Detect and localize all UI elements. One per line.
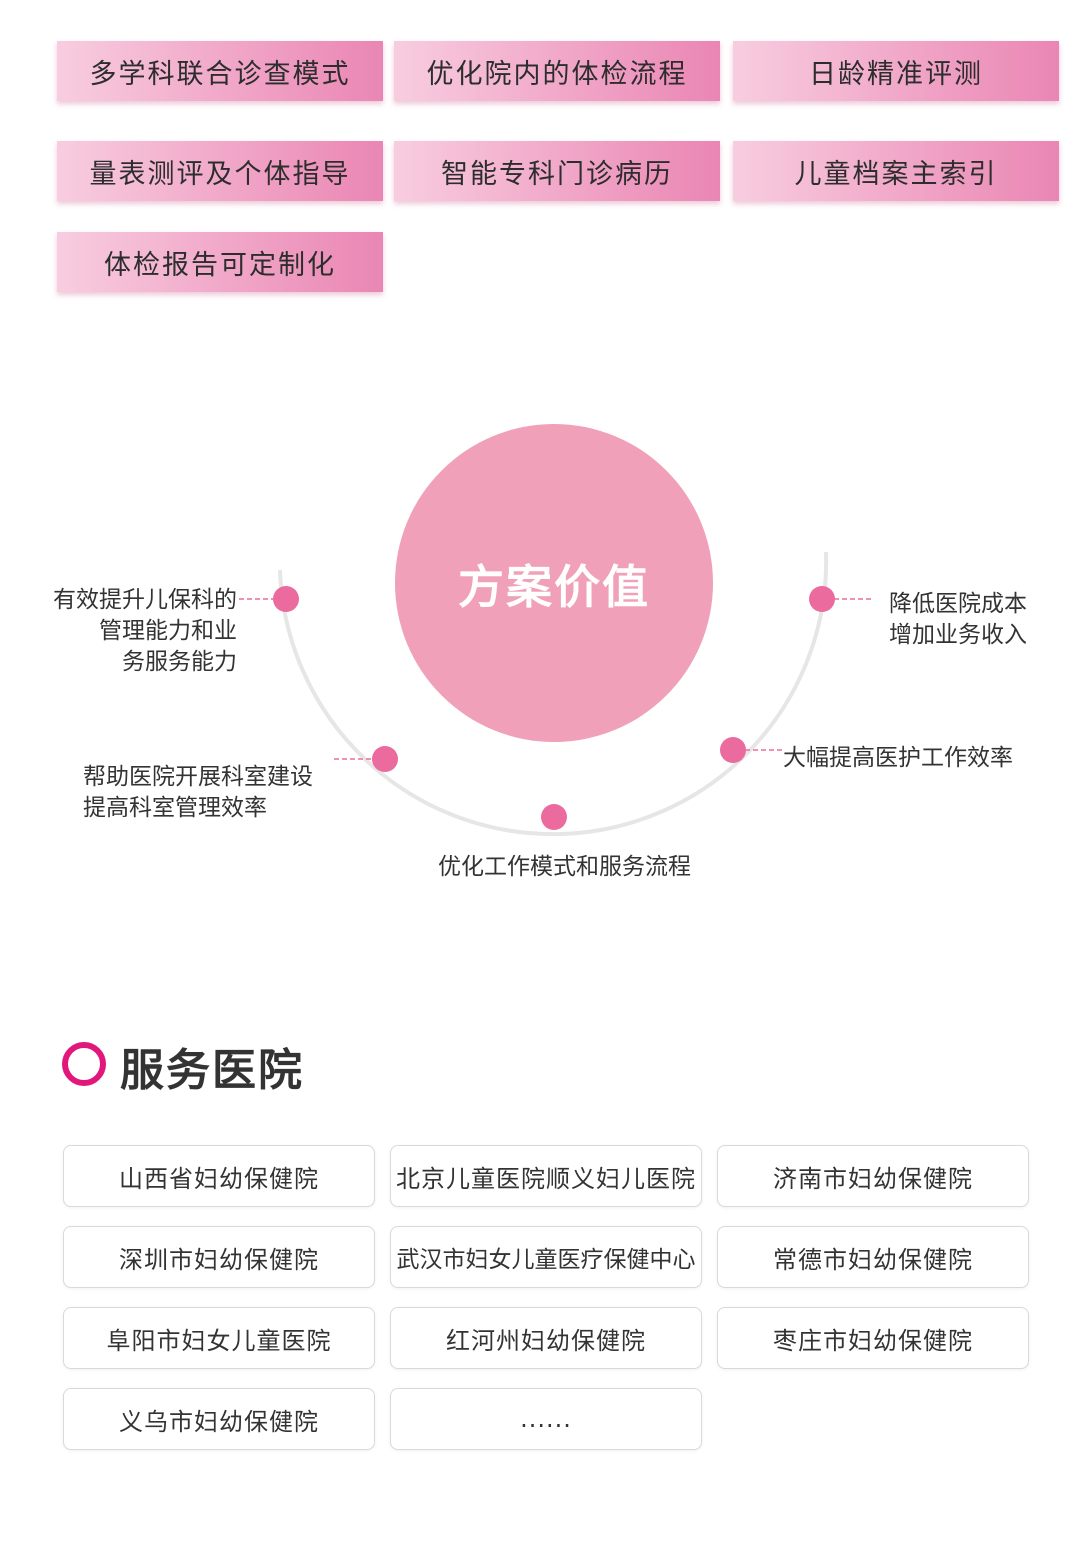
value-item: 有效提升儿保科的 管理能力和业 务服务能力 bbox=[53, 587, 237, 675]
feature-tag: 优化院内的体检流程 bbox=[394, 41, 720, 101]
value-center-circle bbox=[395, 424, 713, 742]
hospital-item: 义乌市妇幼保健院 bbox=[63, 1388, 375, 1450]
value-item: 帮助医院开展科室建设 提高科室管理效率 bbox=[83, 764, 313, 821]
value-dot bbox=[273, 586, 299, 612]
hospital-item: 深圳市妇幼保健院 bbox=[63, 1226, 375, 1288]
feature-tag: 体检报告可定制化 bbox=[57, 232, 383, 292]
hospital-item-more: ...... bbox=[390, 1388, 702, 1450]
feature-tag: 智能专科门诊病历 bbox=[394, 141, 720, 201]
value-dot bbox=[809, 586, 835, 612]
feature-tag: 儿童档案主索引 bbox=[733, 141, 1059, 201]
value-item: 大幅提高医护工作效率 bbox=[783, 745, 1013, 771]
feature-tag: 多学科联合诊查模式 bbox=[57, 41, 383, 101]
feature-tag: 量表测评及个体指导 bbox=[57, 141, 383, 201]
value-arc bbox=[278, 551, 829, 837]
value-diagram bbox=[239, 424, 873, 837]
value-dot bbox=[372, 746, 398, 772]
feature-tag: 日龄精准评测 bbox=[733, 41, 1059, 101]
value-item: 降低医院成本 增加业务收入 bbox=[889, 591, 1027, 648]
value-dot bbox=[720, 737, 746, 763]
section-title: 服务医院 bbox=[120, 1045, 304, 1096]
hospital-item: 阜阳市妇女儿童医院 bbox=[63, 1307, 375, 1369]
hospital-item: 武汉市妇女儿童医疗保健中心 bbox=[390, 1226, 702, 1288]
hospital-item: 北京儿童医院顺义妇儿医院 bbox=[390, 1145, 702, 1207]
hospital-item: 红河州妇幼保健院 bbox=[390, 1307, 702, 1369]
hospital-item: 济南市妇幼保健院 bbox=[717, 1145, 1029, 1207]
section-ring-icon bbox=[62, 1042, 106, 1086]
value-item: 优化工作模式和服务流程 bbox=[438, 854, 691, 880]
hospital-item: 山西省妇幼保健院 bbox=[63, 1145, 375, 1207]
value-center-title: 方案价值 bbox=[458, 560, 650, 614]
hospital-item: 常德市妇幼保健院 bbox=[717, 1226, 1029, 1288]
hospital-item: 枣庄市妇幼保健院 bbox=[717, 1307, 1029, 1369]
value-dot bbox=[541, 804, 567, 830]
